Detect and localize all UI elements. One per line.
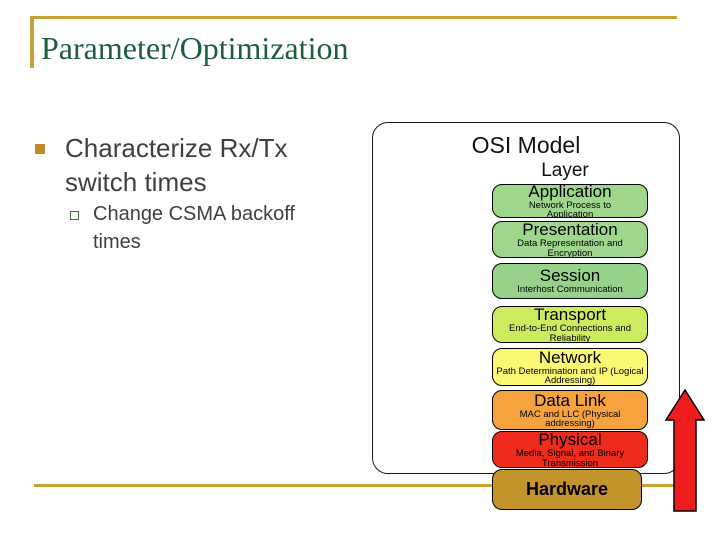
layer-description: Media, Signal, and Binary Transmission <box>515 448 625 468</box>
up-arrow-icon <box>664 388 706 512</box>
slide-title: Parameter/Optimization <box>41 30 349 66</box>
layer-description: Data Representation and Encryption <box>517 238 623 258</box>
layer-description: End-to-End Connections and Reliability <box>509 323 631 343</box>
layer-name: Network <box>538 348 602 367</box>
title-accent-line <box>30 16 677 19</box>
sub-bullet-square-icon <box>70 211 79 220</box>
layer-name: Presentation <box>522 221 618 239</box>
layer-name: Application <box>528 184 612 201</box>
hardware-box: Hardware <box>492 469 642 510</box>
bullet-item: Characterize Rx/Tx switch times <box>65 133 288 197</box>
bottom-accent-line <box>34 484 677 487</box>
layer-description: Path Determination and IP (Logical Addre… <box>496 365 644 386</box>
layer-name: Transport <box>533 306 607 324</box>
layer-description: Network Process to Application <box>528 199 612 218</box>
layer-description: Interhost Communication <box>517 284 623 296</box>
osi-diagram-subtitle: Layer <box>541 160 589 181</box>
osi-diagram-title: OSI Model <box>471 132 581 158</box>
layer-name: Data Link <box>534 390 606 410</box>
bullet-square-icon <box>35 144 45 154</box>
layer-description: MAC and LLC (Physical addressing) <box>519 408 621 429</box>
layer-name: Physical <box>538 431 602 449</box>
layer-name: Session <box>539 266 601 286</box>
title-accent-bar <box>30 16 34 68</box>
sub-bullet-item: Change CSMA backoff times <box>93 203 295 253</box>
